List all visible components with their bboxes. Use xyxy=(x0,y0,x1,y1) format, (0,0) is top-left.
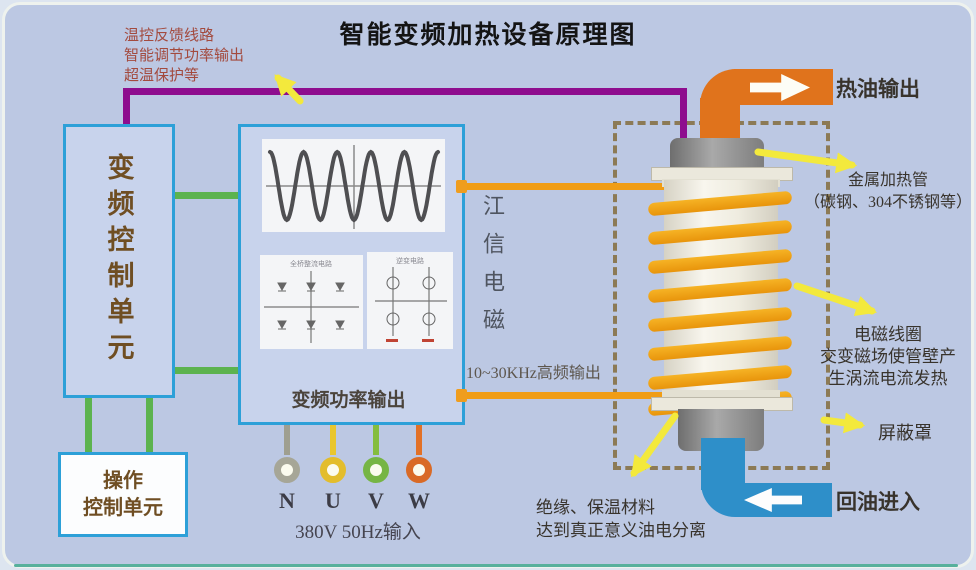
inverter-output-label: 变频功率输出 xyxy=(291,390,406,411)
oil-return-pipe-vertical xyxy=(701,438,745,490)
label-oil-return: 回油进入 xyxy=(836,490,920,514)
label-heater-tube: 金属加热管 （碳钢、304不锈钢等） xyxy=(803,172,972,211)
frame-bottom-accent xyxy=(14,564,958,567)
terminal-ring-v xyxy=(363,457,389,483)
rectifier-circuit-label: 全桥整流电路 xyxy=(290,259,332,268)
label-shield: 屏蔽罩 xyxy=(878,423,932,443)
feedback-line-right-drop xyxy=(680,88,687,168)
wire-v xyxy=(373,421,379,455)
rectifier-circuit-drawing: 全桥整流电路 xyxy=(264,259,359,343)
inverter-circuit-drawing: 逆变电路 xyxy=(375,256,447,342)
label-coil: 电磁线圈 交变磁场使管壁产 生涡流电流发热 xyxy=(820,325,956,388)
operation-unit-box: 操作 控制单元 xyxy=(58,452,188,537)
waveform-panel xyxy=(262,139,445,232)
hf-output-label: 10~30KHz高频输出 xyxy=(466,365,601,382)
heater-bottom-flange-lip xyxy=(662,390,780,398)
feedback-line-horizontal xyxy=(123,88,687,95)
wire-u xyxy=(330,421,336,455)
wire-n xyxy=(284,421,290,455)
frequency-control-unit-label: 变频控制单元 xyxy=(103,153,134,369)
terminal-label-w: W xyxy=(408,488,430,513)
feedback-notes-text: 温控反馈线路 智能调节功率输出 超温保护等 xyxy=(124,27,245,84)
operation-link-left xyxy=(85,392,92,452)
operation-unit-label: 操作 控制单元 xyxy=(83,469,163,519)
wire-w xyxy=(416,421,422,455)
hf-line-bottom xyxy=(462,392,680,399)
inverter-circuit-panel: 逆变电路 xyxy=(367,252,453,349)
inverter-circuit-label: 逆变电路 xyxy=(396,256,424,265)
power-spec-label: 380V 50Hz输入 xyxy=(295,522,421,543)
hf-terminal-top xyxy=(456,180,467,193)
label-insulation: 绝缘、保温材料 达到真正意义油电分离 xyxy=(536,498,706,540)
terminal-ring-w xyxy=(406,457,432,483)
watermark-text: 江信电磁 xyxy=(480,194,505,346)
feedback-line-left-drop xyxy=(123,88,130,126)
sine-waveform xyxy=(266,145,441,229)
hf-line-top xyxy=(462,183,688,190)
operation-link-right xyxy=(146,392,153,452)
terminal-ring-n xyxy=(274,457,300,483)
terminal-label-u: U xyxy=(325,488,341,513)
control-line-top xyxy=(172,192,238,199)
hf-terminal-bottom xyxy=(456,389,467,402)
rectifier-circuit-panel: 全桥整流电路 xyxy=(260,255,363,349)
terminal-label-v: V xyxy=(368,488,384,513)
frequency-control-unit-box: 变频控制单元 xyxy=(63,124,175,398)
control-line-bottom xyxy=(172,367,238,374)
label-hot-oil-out: 热油输出 xyxy=(836,77,920,101)
terminal-label-n: N xyxy=(279,488,295,513)
terminal-ring-u xyxy=(320,457,346,483)
page-title: 智能变频加热设备原理图 xyxy=(339,21,637,49)
